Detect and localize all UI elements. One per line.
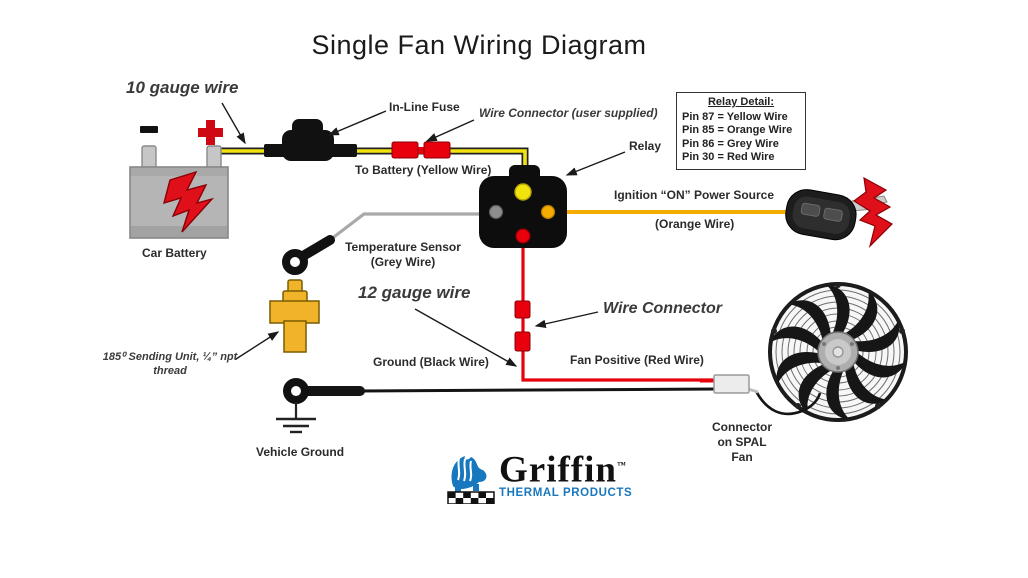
label-ignition-power-source: Ignition “ON” Power Source [614,188,775,202]
label-temperature-sensor-line2: (Grey Wire) [370,255,436,269]
label-connector-on-spal-fan: Connector on SPAL Fan [700,420,784,465]
label-10-gauge-wire: 10 gauge wire [126,78,239,97]
relay-graphic [479,165,567,248]
relay-detail-box: Relay Detail: Pin 87 = Yellow Wire Pin 8… [676,92,806,170]
label-sending-unit: 185⁰ Sending Unit, ¼” npt thread [98,350,242,378]
griffin-wordmark-label: Griffin [499,449,617,491]
label-sending-unit-line2: thread [153,365,187,377]
battery-terminal-negative [141,145,157,170]
vehicle-ground-graphic [276,378,316,434]
arrow-relay [565,151,626,176]
griffin-logo: Griffin™ THERMAL PRODUCTS [445,448,632,505]
relay-pin-30-red [515,228,531,244]
label-car-battery: Car Battery [142,246,207,260]
trademark-symbol: ™ [616,460,627,470]
label-connector-line3: Fan [731,450,753,464]
black-ground-wire [301,386,717,396]
arrow-wire-connector-user [425,119,475,142]
griffin-logo-mark [445,448,497,505]
label-inline-fuse: In-Line Fuse [389,100,460,114]
car-battery-graphic [129,120,229,239]
battery-minus-icon [140,126,158,133]
wire-connector-red-graphic [514,300,531,352]
leader-arrows [221,102,626,367]
griffin-tagline: THERMAL PRODUCTS [499,487,633,500]
label-connector-line2: on SPAL [717,435,767,449]
fan-pigtail-wire [754,390,822,416]
griffin-wordmark: Griffin™ [499,448,632,491]
label-wire-connector: Wire Connector [603,300,722,317]
grey-sensor-wire [325,212,491,245]
relay-detail-pin-86: Pin 86 = Grey Wire [682,137,779,150]
label-vehicle-ground: Vehicle Ground [256,445,345,459]
arrow-10-gauge [221,102,246,145]
checkered-flag-icon [447,491,495,505]
label-temperature-sensor: Temperature Sensor (Grey Wire) [341,240,465,270]
label-ground-black-wire: Ground (Black Wire) [373,355,489,369]
relay-detail-title: Relay Detail: [707,96,775,108]
battery-lightning-icon [163,170,215,233]
relay-pin-85-orange [540,204,556,220]
label-12-gauge-wire: 12 gauge wire [358,283,471,302]
label-connector-line1: Connector [712,420,772,434]
spal-fan-graphic [747,282,908,422]
arrow-inline-fuse [327,110,387,136]
ignition-lightning-icon [852,176,893,248]
label-sending-unit-line1: 185⁰ Sending Unit, ¼” npt [102,351,238,363]
spal-connector-graphic [700,374,750,394]
fan-blades [769,284,907,420]
griffin-logo-text: Griffin™ THERMAL PRODUCTS [499,448,632,499]
inline-fuse-graphic [264,119,357,161]
label-ignition-orange-wire: (Orange Wire) [655,217,735,231]
relay-detail-pin-85: Pin 85 = Orange Wire [682,124,793,136]
label-temperature-sensor-line1: Temperature Sensor [345,240,461,254]
ignition-key-graphic [785,176,893,248]
label-relay: Relay [629,139,662,153]
relay-detail-pin-87: Pin 87 = Yellow Wire [682,110,788,123]
label-fan-positive-red-wire: Fan Positive (Red Wire) [570,353,704,367]
arrow-12-gauge [414,308,518,367]
battery-terminal-positive [206,145,222,170]
red-fan-positive-wire [521,242,716,382]
label-to-battery-yellow-wire: To Battery (Yellow Wire) [355,163,492,177]
temp-sensor-ring-terminal [282,235,335,275]
wire-connector-yellow-graphic [391,141,451,159]
relay-pin-87-yellow [514,183,532,201]
label-wire-connector-user-supplied: Wire Connector (user supplied) [479,106,658,120]
arrow-wire-connector-red [534,311,599,328]
griffin-icon [447,456,495,505]
relay-detail-pin-30: Pin 30 = Red Wire [682,151,775,163]
sending-unit-graphic [269,279,320,353]
diagram-title: Single Fan Wiring Diagram [311,30,647,60]
relay-pin-86-grey [488,204,504,220]
arrow-sending-unit [235,331,280,360]
battery-plus-icon [198,120,223,145]
